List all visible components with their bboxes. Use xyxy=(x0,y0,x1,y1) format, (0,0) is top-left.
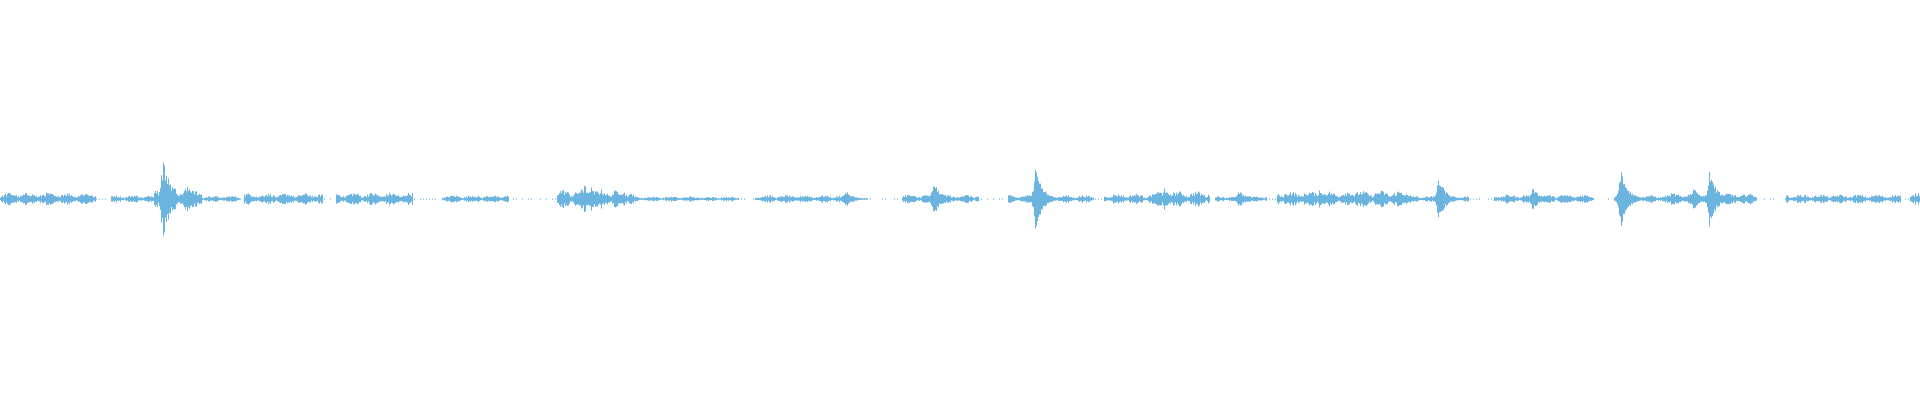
waveform-silence-sample xyxy=(1101,198,1102,200)
waveform-silence-sample xyxy=(99,198,100,200)
waveform-silence-sample xyxy=(885,198,886,200)
waveform-silence-sample xyxy=(882,198,883,200)
waveform-silence-sample xyxy=(516,198,517,200)
waveform-segment xyxy=(634,196,739,202)
waveform-silence-sample xyxy=(324,198,325,200)
waveform-silence-sample xyxy=(423,198,424,200)
waveform-spike xyxy=(1687,189,1716,209)
waveform-spike xyxy=(1232,192,1261,206)
waveform-silence-sample xyxy=(1269,198,1270,200)
waveform-silence-sample xyxy=(522,198,523,200)
waveform-segment xyxy=(755,195,854,203)
waveform-spike xyxy=(585,187,614,211)
waveform-silence-sample xyxy=(1275,198,1276,200)
waveform-silence-sample xyxy=(1479,198,1480,200)
waveform-silence-sample xyxy=(330,198,331,200)
waveform-segment xyxy=(442,195,509,203)
waveform-silence-sample xyxy=(1905,198,1906,200)
waveform-silence-sample xyxy=(429,198,430,200)
waveform-spike xyxy=(1614,172,1643,226)
waveform-silence-sample xyxy=(753,198,754,200)
waveform-segment xyxy=(1786,194,1901,204)
waveform-segment xyxy=(0,192,96,206)
waveform-silence-sample xyxy=(426,198,427,200)
waveform-silence-sample xyxy=(240,198,241,200)
waveform-silence-sample xyxy=(1470,198,1471,200)
waveform-samples xyxy=(0,162,1920,236)
waveform-silence-sample xyxy=(894,198,895,200)
waveform-silence-sample xyxy=(102,198,103,200)
waveform-silence-sample xyxy=(1476,198,1477,200)
waveform-silence-sample xyxy=(1272,198,1273,200)
waveform-segment xyxy=(1910,193,1920,205)
waveform-silence-sample xyxy=(552,198,553,200)
waveform-silence-sample xyxy=(1095,198,1096,200)
waveform-silence-sample xyxy=(1770,198,1771,200)
waveform-silence-sample xyxy=(546,198,547,200)
waveform-silence-sample xyxy=(1773,198,1774,200)
waveform-segment xyxy=(336,192,413,206)
waveform-silence-sample xyxy=(1764,198,1765,200)
waveform-spike xyxy=(839,192,868,206)
waveform-spike xyxy=(927,186,956,212)
waveform-silence-sample xyxy=(540,198,541,200)
waveform-silence-sample xyxy=(105,198,106,200)
waveform-silence-sample xyxy=(1002,198,1003,200)
waveform-silence-sample xyxy=(1488,198,1489,200)
waveform-silence-sample xyxy=(987,198,988,200)
waveform-silence-sample xyxy=(414,198,415,200)
waveform-spike xyxy=(155,175,184,223)
waveform-silence-sample xyxy=(897,198,898,200)
waveform-spike xyxy=(1432,180,1461,218)
waveform-spike xyxy=(1313,190,1342,208)
waveform-silence-sample xyxy=(1908,198,1909,200)
waveform-silence-sample xyxy=(870,198,871,200)
waveform-spike xyxy=(1158,188,1187,210)
waveform-silence-sample xyxy=(435,198,436,200)
waveform-silence-sample xyxy=(999,198,1000,200)
waveform-silence-sample xyxy=(555,198,556,200)
waveform-silence-sample xyxy=(1473,198,1474,200)
waveform-segment xyxy=(202,196,240,202)
waveform-spike xyxy=(1029,169,1058,229)
waveform-silence-sample xyxy=(741,198,742,200)
waveform-silence-sample xyxy=(432,198,433,200)
waveform-silence-sample xyxy=(1491,198,1492,200)
waveform-silence-sample xyxy=(1608,198,1609,200)
waveform-silence-sample xyxy=(513,198,514,200)
waveform-silence-sample xyxy=(528,198,529,200)
waveform-segment xyxy=(244,193,323,205)
waveform-silence-sample xyxy=(993,198,994,200)
waveform-silence-sample xyxy=(981,198,982,200)
waveform-silence-sample xyxy=(531,198,532,200)
waveform-silence-sample xyxy=(1098,198,1099,200)
waveform-segment xyxy=(111,195,154,203)
waveform-segment xyxy=(1354,190,1411,208)
waveform-silence-sample xyxy=(420,198,421,200)
waveform-silence-sample xyxy=(96,198,97,200)
waveform-silence-sample xyxy=(744,198,745,200)
waveform-spike xyxy=(1526,189,1555,209)
waveform-silence-sample xyxy=(1785,198,1786,200)
